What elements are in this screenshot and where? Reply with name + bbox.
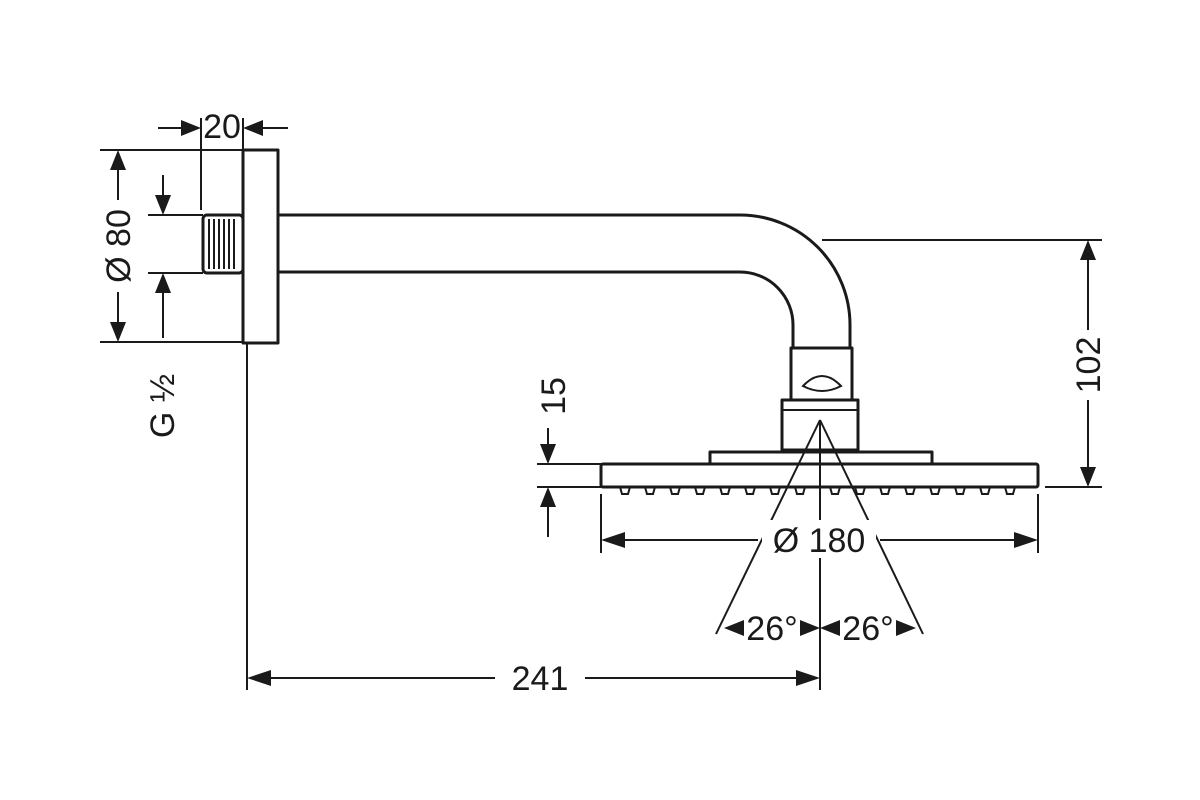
arm-collar <box>789 346 854 402</box>
shower-arm <box>276 213 852 352</box>
dimension-head-thickness: 15 <box>535 377 601 537</box>
shower-arm-assembly <box>201 148 1040 495</box>
spray-nozzles <box>619 486 1016 495</box>
dimension-spray-angle: 26° 26° <box>724 610 916 648</box>
dimension-arm-drop: 102 <box>822 239 1108 488</box>
dimension-head-diameter: Ø 180 <box>600 494 1039 560</box>
swivel-ball-outline <box>801 375 843 392</box>
spray-angle-right-label: 26° <box>842 610 893 648</box>
head-thickness-label: 15 <box>535 377 573 415</box>
flange-depth-label: 20 <box>203 108 241 146</box>
head-diameter-label: Ø 180 <box>773 522 866 560</box>
flange-diameter-label: Ø 80 <box>100 209 138 283</box>
arm-projection-label: 241 <box>512 660 569 698</box>
dimension-thread: G ½ <box>144 175 203 438</box>
arm-drop-label: 102 <box>1070 337 1108 394</box>
dimension-arm-projection: 241 <box>246 342 820 698</box>
thread-lines <box>208 219 235 269</box>
dimension-flange-depth: 20 <box>158 108 288 210</box>
wall-flange <box>241 148 280 345</box>
dimension-flange-diameter: Ø 80 <box>100 149 243 343</box>
thread-label: G ½ <box>144 374 182 438</box>
spray-angle-left-label: 26° <box>746 610 797 648</box>
